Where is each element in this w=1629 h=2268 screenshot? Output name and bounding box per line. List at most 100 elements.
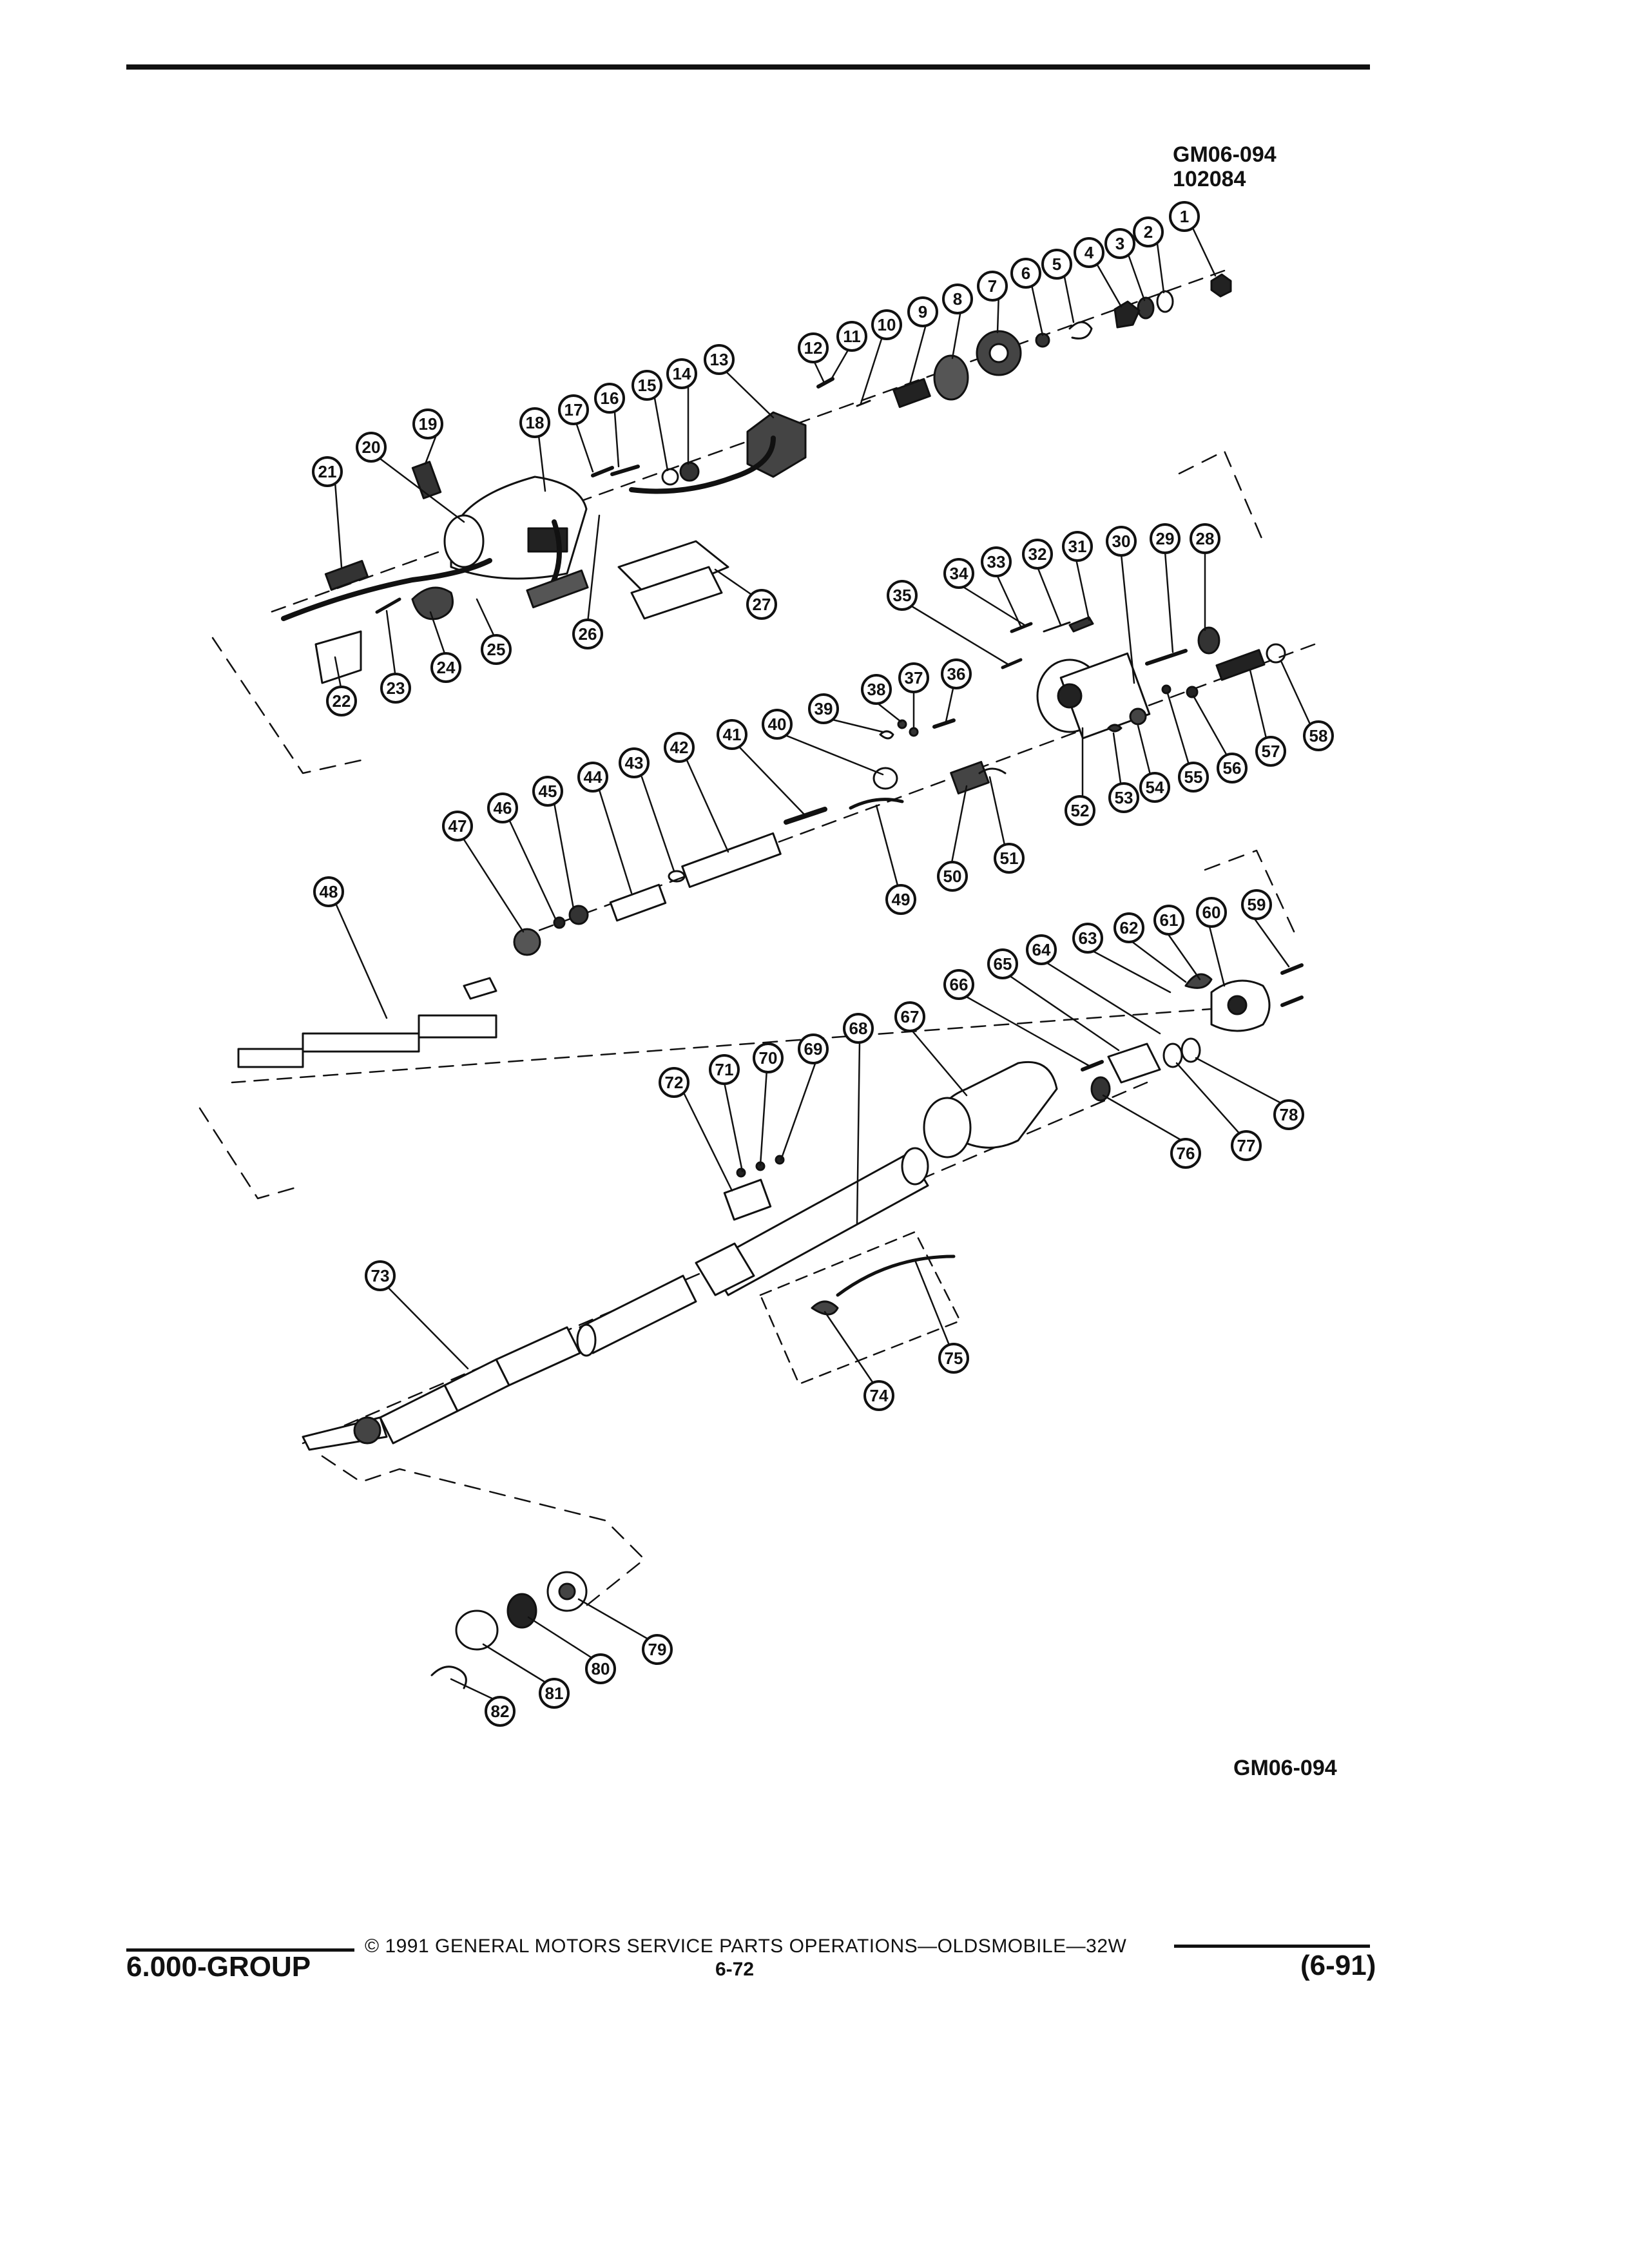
callout-number: 45: [539, 782, 557, 801]
callout-balloon: [619, 747, 650, 778]
callout-number: 44: [584, 767, 602, 787]
callout-78: 78: [1273, 1099, 1304, 1130]
callout-55: 55: [1178, 762, 1209, 793]
callout-number: 14: [673, 364, 691, 383]
callout-balloon: [577, 762, 608, 793]
callout-29: 29: [1150, 523, 1181, 554]
callout-number: 17: [564, 400, 583, 419]
callout-19: 19: [412, 408, 443, 439]
callout-balloon: [937, 861, 968, 892]
callout-number: 53: [1115, 788, 1133, 807]
callout-80: 80: [585, 1653, 616, 1684]
callout-balloon: [1153, 905, 1184, 936]
callout-balloon: [1106, 526, 1137, 557]
callout-balloon: [746, 589, 777, 620]
footer-rule-right: [1174, 1945, 1370, 1948]
callout-69: 69: [798, 1033, 829, 1064]
revision-date: (6-91): [1300, 1950, 1376, 1981]
callout-51: 51: [994, 843, 1025, 874]
callout-balloon: [836, 321, 867, 352]
callout-balloon: [1062, 531, 1093, 562]
callout-45: 45: [532, 776, 563, 807]
callout-number: 7: [988, 276, 997, 296]
callout-number: 20: [362, 437, 381, 457]
callout-balloon: [762, 709, 793, 740]
callout-number: 50: [943, 867, 962, 886]
callout-59: 59: [1241, 889, 1272, 920]
callout-5: 5: [1041, 249, 1072, 280]
callout-balloon: [585, 1653, 616, 1684]
callout-34: 34: [943, 558, 974, 589]
callout-number: 68: [849, 1019, 868, 1038]
callout-70: 70: [753, 1043, 784, 1073]
callout-31: 31: [1062, 531, 1093, 562]
callout-number: 59: [1248, 895, 1266, 914]
callout-number: 56: [1223, 758, 1242, 778]
callout-number: 54: [1146, 778, 1164, 797]
callout-balloon: [356, 432, 387, 463]
callout-76: 76: [1170, 1138, 1201, 1169]
callout-number: 21: [318, 462, 337, 481]
callout-balloon: [1139, 772, 1170, 803]
callout-balloon: [843, 1013, 874, 1044]
callout-balloon: [664, 732, 695, 763]
callout-balloon: [666, 358, 697, 389]
callout-8: 8: [942, 284, 973, 314]
callout-82: 82: [485, 1696, 516, 1727]
callout-42: 42: [664, 732, 695, 763]
copyright-line: © 1991 GENERAL MOTORS SERVICE PARTS OPER…: [365, 1936, 1127, 1957]
callout-60: 60: [1196, 897, 1227, 928]
callout-65: 65: [987, 948, 1018, 979]
callout-balloon: [594, 383, 625, 414]
callout-balloon: [704, 344, 735, 375]
exploded-parts-diagram: 1234567891011121314151617181920212223242…: [198, 201, 1334, 1727]
callout-74: 74: [863, 1380, 894, 1411]
callout-9: 9: [907, 296, 938, 327]
callout-balloon: [894, 1001, 925, 1032]
callout-number: 74: [870, 1386, 889, 1405]
callout-balloon: [572, 619, 603, 649]
page-number: 6-72: [715, 1959, 755, 1980]
callout-38: 38: [861, 674, 892, 705]
callout-62: 62: [1113, 912, 1144, 943]
callout-balloon: [659, 1067, 689, 1098]
callout-number: 8: [953, 289, 962, 309]
callout-balloon: [1150, 523, 1181, 554]
callout-number: 76: [1177, 1144, 1195, 1163]
callout-67: 67: [894, 1001, 925, 1032]
callout-number: 10: [878, 315, 896, 334]
callout-number: 4: [1084, 243, 1094, 262]
callout-number: 34: [950, 564, 969, 583]
callout-balloon: [977, 271, 1008, 302]
callout-number: 2: [1144, 222, 1153, 242]
callout-32: 32: [1022, 539, 1053, 570]
callout-64: 64: [1026, 934, 1057, 965]
callout-15: 15: [631, 370, 662, 401]
callout-16: 16: [594, 383, 625, 414]
callout-22: 22: [326, 686, 357, 716]
callout-number: 80: [592, 1659, 610, 1678]
callout-number: 32: [1028, 544, 1047, 564]
callout-balloon: [1241, 889, 1272, 920]
callout-number: 27: [753, 595, 771, 614]
callout-75: 75: [938, 1343, 969, 1374]
callout-balloon: [709, 1054, 740, 1085]
top-rule: [126, 64, 1370, 70]
callout-28: 28: [1190, 523, 1220, 554]
callout-balloon: [380, 673, 411, 704]
callout-balloon: [1217, 753, 1248, 783]
callout-33: 33: [981, 546, 1012, 577]
callout-number: 37: [905, 668, 923, 687]
callout-balloon: [943, 558, 974, 589]
callout-number: 29: [1156, 529, 1175, 548]
callout-balloon: [631, 370, 662, 401]
callout-balloon: [1108, 782, 1139, 813]
callout-6: 6: [1010, 258, 1041, 289]
callout-number: 46: [494, 798, 512, 818]
callout-number: 55: [1184, 767, 1203, 787]
callout-number: 79: [648, 1640, 667, 1659]
callout-balloon: [485, 1696, 516, 1727]
callout-balloon: [430, 652, 461, 683]
callout-number: 70: [759, 1048, 778, 1068]
callout-1: 1: [1169, 201, 1200, 232]
